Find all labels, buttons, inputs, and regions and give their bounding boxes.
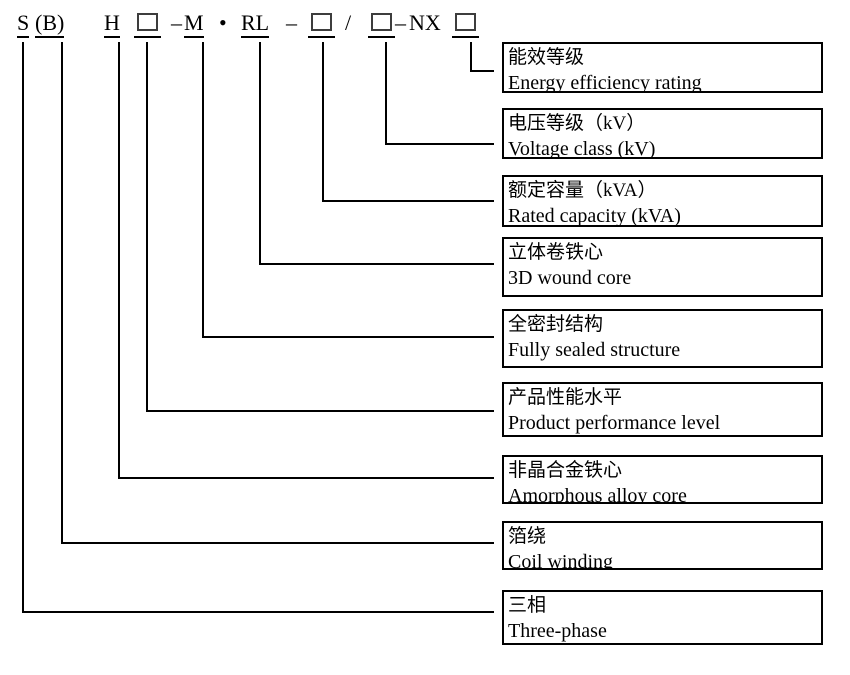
label-en: Coil winding [508, 551, 614, 570]
label-en: Amorphous alloy core [508, 485, 687, 504]
label-box-performance-level: 产品性能水平 Product performance level [502, 382, 823, 437]
placeholder-square-icon [137, 13, 158, 31]
label-zh: 箔绕 [508, 526, 547, 547]
code-part-slash: / [345, 10, 352, 35]
label-zh: 非晶合金铁心 [508, 460, 623, 481]
label-en: 3D wound core [508, 267, 632, 289]
connector-line-rated-capacity [322, 42, 494, 202]
label-box-rated-capacity: 额定容量（kVA） Rated capacity (kVA) [502, 175, 823, 227]
label-box-3d-wound-core: 立体卷铁心 3D wound core [502, 237, 823, 297]
placeholder-square-icon [371, 13, 392, 31]
code-part-b: (B) [35, 10, 65, 38]
code-part-square-efficiency [452, 10, 479, 38]
code-part-m: M [184, 10, 204, 38]
label-box-amorphous-core: 非晶合金铁心 Amorphous alloy core [502, 455, 823, 504]
code-part-square-capacity [308, 10, 335, 38]
code-part-s: S [17, 10, 30, 38]
placeholder-square-icon [311, 13, 332, 31]
label-box-energy-efficiency: 能效等级 Energy efficiency rating [502, 42, 823, 93]
label-box-coil-winding: 箔绕 Coil winding [502, 521, 823, 570]
label-en: Fully sealed structure [508, 339, 681, 361]
label-zh: 三相 [508, 595, 547, 616]
connector-line-voltage-class [385, 42, 494, 145]
label-zh: 电压等级（kV） [508, 113, 646, 134]
label-en: Product performance level [508, 412, 721, 434]
connector-line-amorphous-core [118, 42, 494, 479]
label-en: Energy efficiency rating [508, 72, 702, 93]
code-part-nx: NX [409, 10, 441, 35]
label-zh: 全密封结构 [508, 314, 604, 335]
connector-line-energy-efficiency [470, 42, 494, 72]
label-en: Three-phase [508, 620, 607, 642]
connector-line-performance-level [146, 42, 494, 412]
label-zh: 能效等级 [508, 47, 585, 68]
label-zh: 产品性能水平 [508, 387, 623, 408]
code-part-h: H [104, 10, 120, 38]
placeholder-square-icon [455, 13, 476, 31]
label-box-fully-sealed: 全密封结构 Fully sealed structure [502, 309, 823, 368]
label-box-three-phase: 三相 Three-phase [502, 590, 823, 645]
label-zh: 额定容量（kVA） [508, 180, 657, 201]
code-part-square-voltage [368, 10, 395, 38]
code-part-dash-2: – [286, 10, 297, 35]
code-part-dot: • [219, 10, 227, 35]
connector-line-fully-sealed [202, 42, 494, 338]
code-part-dash-3: – [395, 10, 406, 35]
code-part-dash-1: – [171, 10, 182, 35]
label-zh: 立体卷铁心 [508, 242, 604, 263]
label-en: Rated capacity (kVA) [508, 205, 681, 227]
connector-line-three-phase [22, 42, 494, 613]
connector-line-3d-wound-core [259, 42, 494, 265]
label-en: Voltage class (kV) [508, 138, 656, 159]
code-part-square-performance [134, 10, 161, 38]
connector-line-coil-winding [61, 42, 494, 544]
code-part-rl: RL [241, 10, 270, 38]
label-box-voltage-class: 电压等级（kV） Voltage class (kV) [502, 108, 823, 159]
